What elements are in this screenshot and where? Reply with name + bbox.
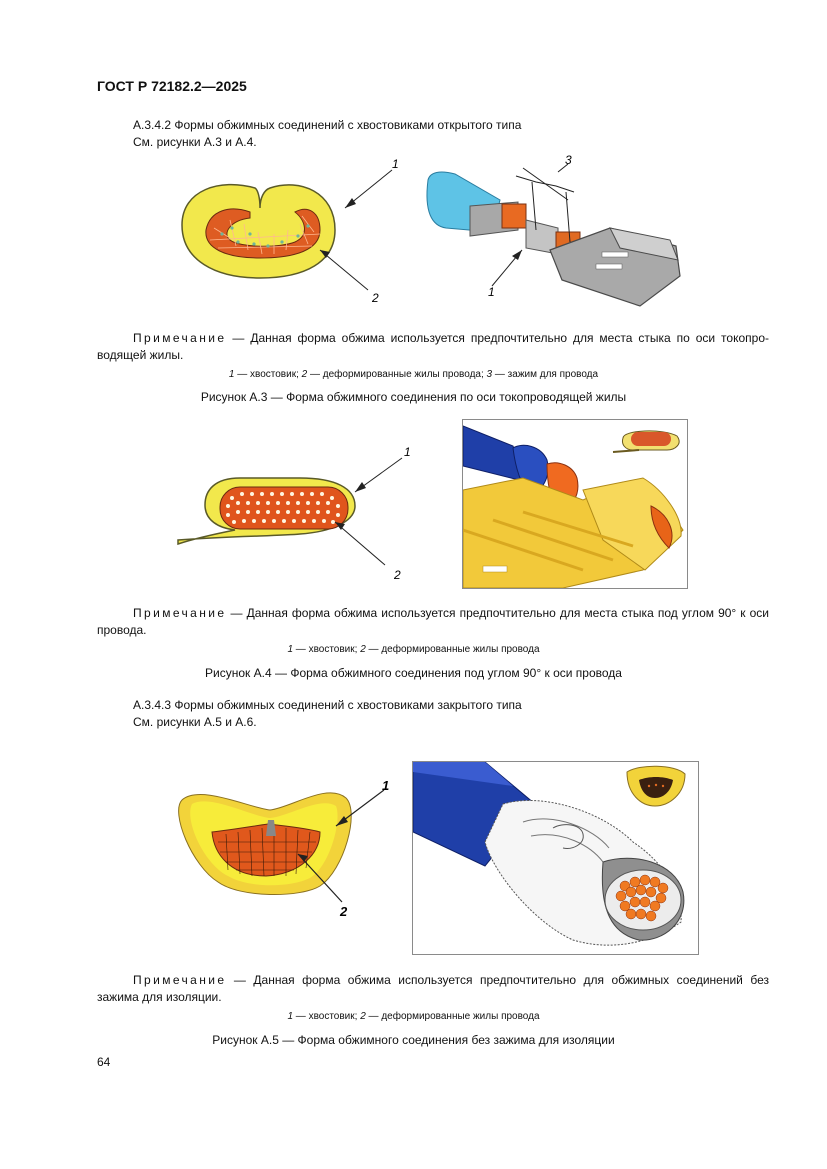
section-reference: См. рисунки А.5 и А.6.: [133, 715, 257, 729]
a4-strand-dots: [226, 492, 340, 524]
figure-a4-terminal-drawing: [463, 425, 684, 588]
figure-a3-drawings: 1 2 3 1: [181, 153, 681, 307]
legend-number: 2: [360, 644, 366, 655]
legend-text: — хвостовик;: [234, 369, 302, 380]
section-a342: А.3.4.2 Формы обжимных соединений с хвос…: [133, 117, 521, 151]
figure-a5-cross-section: 1 2: [178, 778, 389, 919]
legend-number: 1: [287, 644, 294, 655]
section-a343: А.3.4.3 Формы обжимных соединений с хвос…: [133, 697, 522, 731]
figure-a4-caption: Рисунок А.4 — Форма обжимного соединения…: [205, 666, 622, 680]
figure-a3-legend: 1 — хвостовик; 2 — деформированные жилы …: [0, 369, 827, 380]
note-text: — Данная форма обжима используется предп…: [97, 606, 769, 637]
figure-a3-note: Примечание — Данная форма обжима использ…: [97, 330, 769, 364]
callout-label: 2: [393, 568, 401, 582]
section-title: А.3.4.2 Формы обжимных соединений с хвос…: [133, 118, 522, 132]
legend-text: — зажим для провода: [492, 369, 599, 380]
figure-a4-note: Примечание — Данная форма обжима использ…: [97, 605, 769, 639]
figure-a4-photo-frame: [462, 419, 688, 589]
section-title: А.3.4.3 Формы обжимных соединений с хвос…: [133, 698, 522, 712]
legend-text: — деформированные жилы провода;: [307, 369, 487, 380]
figure-a4-cross-section: 1 2: [177, 445, 411, 582]
figure-a5-caption: Рисунок А.5 — Форма обжимного соединения…: [212, 1033, 615, 1047]
legend-text: — деформированные жилы провода: [365, 644, 540, 655]
figure-a5-legend: 1 — хвостовик; 2 — деформированные жилы …: [0, 1011, 827, 1022]
legend-text: — хвостовик;: [293, 644, 361, 655]
section-reference: См. рисунки А.3 и А.4.: [133, 135, 257, 149]
callout-label: 1: [488, 285, 495, 299]
a3-cross-section: [181, 169, 393, 291]
page-number: 64: [97, 1055, 111, 1069]
callout-label: 1: [404, 445, 411, 459]
legend-number: 2: [360, 1011, 366, 1022]
legend-text: — хвостовик;: [293, 1011, 361, 1022]
legend-number: 2: [301, 369, 308, 380]
callout-label: 1: [392, 157, 399, 171]
callout-label: 1: [382, 778, 389, 793]
a5-strand-bundle: [615, 874, 669, 922]
legend-number: 3: [486, 369, 493, 380]
note-text: — Данная форма обжима используется предп…: [97, 973, 769, 1004]
callout-label: 2: [371, 291, 379, 305]
legend-text: — деформированные жилы провода: [365, 1011, 540, 1022]
figure-a3-caption: Рисунок А.3 — Форма обжимного соединения…: [200, 390, 627, 404]
legend-number: 1: [287, 1011, 294, 1022]
figure-a4-legend: 1 — хвостовик; 2 — деформированные жилы …: [0, 644, 827, 655]
note-label: Примечание: [133, 973, 227, 987]
note-label: Примечание: [133, 606, 227, 620]
figure-a5-terminal-drawing: [413, 762, 686, 946]
a3-terminal-drawing: [426, 163, 681, 307]
callout-label: 2: [339, 904, 348, 919]
a5-strand-grid: [218, 827, 316, 877]
legend-number: 1: [228, 369, 235, 380]
document-header: ГОСТ Р 72182.2—2025: [97, 78, 247, 94]
figure-a5-note: Примечание — Данная форма обжима использ…: [97, 972, 769, 1006]
figure-a5-photo-frame: [412, 761, 699, 955]
note-label: Примечание: [133, 331, 227, 345]
note-text: — Данная форма обжима используется предп…: [97, 331, 769, 362]
callout-label: 3: [565, 153, 572, 167]
